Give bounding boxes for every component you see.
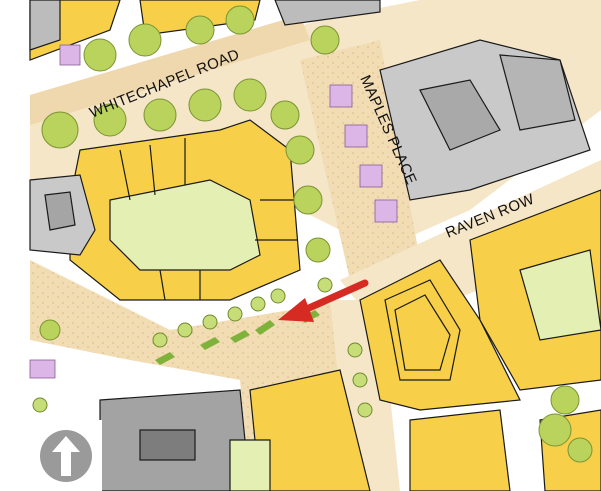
tree	[233, 78, 267, 112]
tree	[202, 314, 218, 330]
tree	[83, 38, 117, 72]
central-block	[69, 119, 301, 301]
planter	[59, 44, 81, 66]
green-space	[229, 439, 271, 491]
planter	[344, 124, 368, 148]
building-divider	[159, 269, 166, 301]
building-east-grey	[379, 39, 591, 201]
trees	[39, 5, 593, 463]
courtyard-green	[109, 179, 261, 271]
leaf-planter	[155, 352, 175, 365]
leaf-planter	[230, 330, 250, 343]
planters	[29, 44, 398, 379]
tree	[293, 185, 323, 215]
street-trees	[32, 277, 373, 418]
building	[274, 0, 381, 26]
tree	[225, 5, 255, 35]
building	[29, 0, 61, 51]
tree	[188, 88, 222, 122]
planter	[359, 164, 383, 188]
green-space	[519, 249, 601, 341]
tree	[93, 103, 127, 137]
building	[499, 54, 576, 131]
tree	[285, 135, 315, 165]
tree	[41, 111, 79, 149]
planter	[29, 359, 56, 379]
planter	[374, 199, 398, 223]
tree	[143, 98, 177, 132]
tree	[185, 15, 215, 45]
leaf-planter	[255, 320, 275, 335]
tree	[305, 237, 331, 263]
tree	[177, 322, 193, 338]
route-arrow-icon	[278, 279, 369, 322]
buildings-south	[99, 369, 371, 491]
building-roof	[139, 429, 196, 461]
pavement-strip	[30, 15, 310, 125]
tree	[270, 288, 286, 304]
building-west	[29, 174, 96, 256]
tree	[550, 385, 580, 415]
tree	[39, 319, 61, 341]
buildings-north	[29, 0, 381, 61]
leaf-planter	[200, 337, 220, 350]
building	[419, 79, 501, 151]
north-arrow-icon	[40, 430, 92, 482]
tree	[347, 342, 363, 358]
building	[409, 409, 511, 491]
tree	[32, 397, 48, 413]
tree	[357, 402, 373, 418]
tree	[567, 437, 593, 463]
building-divider	[149, 144, 156, 196]
tree	[128, 23, 162, 57]
tree	[538, 413, 572, 447]
buildings-east	[359, 189, 601, 491]
tree	[270, 100, 300, 130]
tree	[227, 306, 243, 322]
building-divider	[119, 149, 131, 201]
tree	[250, 296, 266, 312]
building-raven-row	[359, 259, 521, 411]
planter	[329, 84, 353, 108]
tree	[310, 25, 340, 55]
tree	[352, 372, 368, 388]
building	[44, 191, 76, 231]
tree	[152, 332, 168, 348]
building-outline	[384, 279, 461, 381]
building-outline	[394, 294, 451, 371]
north-arrow-badge	[30, 420, 102, 491]
tree	[317, 277, 333, 293]
